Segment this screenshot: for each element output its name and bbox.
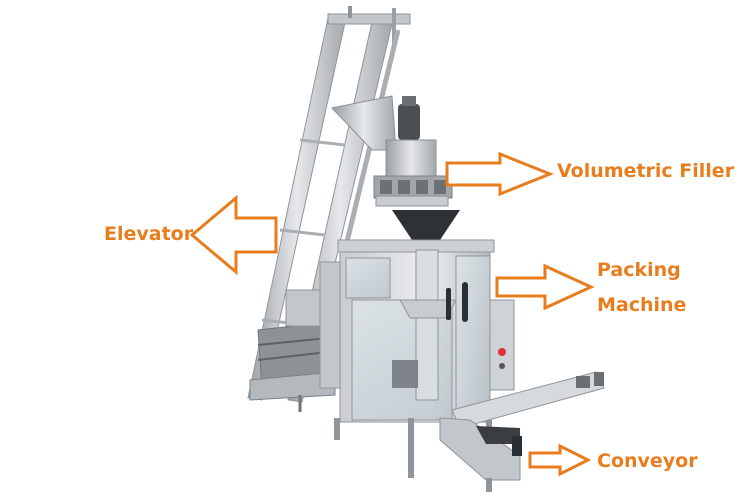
arrow-volumetric-filler (445, 151, 555, 197)
machine-illustration (247, 6, 605, 492)
output-conveyor (439, 371, 605, 492)
packing-machine-label-line2: Machine (597, 294, 687, 316)
elevator-label: Elevator (104, 223, 194, 245)
volumetric-filler (331, 95, 460, 240)
arrow-conveyor (528, 443, 592, 477)
conveyor-label: Conveyor (597, 450, 698, 472)
volumetric-filler-label: Volumetric Filler (557, 160, 735, 182)
packing-cabinet (319, 239, 515, 478)
arrow-elevator (189, 194, 278, 276)
packing-machine-label-line1: Packing (597, 259, 681, 281)
arrow-packing-machine (495, 263, 595, 311)
